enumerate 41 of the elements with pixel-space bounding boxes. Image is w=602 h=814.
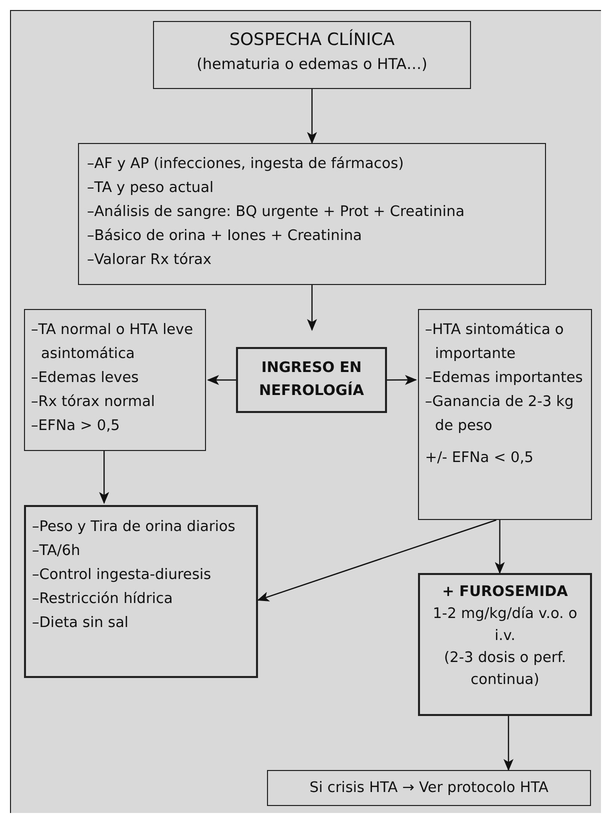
- arrow: [207, 375, 236, 385]
- process-box: [267, 770, 591, 806]
- box-text: –Restricción hídrica: [32, 590, 174, 609]
- box-text: INGRESO EN NEFROLOGÍA: [258, 359, 365, 401]
- box-text: –Valorar Rx tórax: [87, 251, 212, 270]
- box-text: –Análisis de sangre: BQ urgente + Prot + Creatinina: [87, 203, 466, 222]
- box-text: –Edemas leves: [31, 369, 140, 388]
- box-text: –TA normal o HTA leve asintomática: [31, 321, 194, 364]
- arrow: [99, 451, 110, 504]
- arrow: [503, 716, 514, 771]
- process-box: [418, 309, 592, 520]
- box-text: –Dieta sin sal: [32, 614, 130, 633]
- box-text: –Ganancia de 2-3 kg de peso: [425, 393, 575, 436]
- box-text: (hematuria o edemas o HTA…): [196, 54, 428, 75]
- box-text: –Básico de orina + Iones + Creatinina: [87, 227, 363, 246]
- box-text: –HTA sintomática o importante: [425, 321, 565, 364]
- arrow: [387, 374, 417, 385]
- box-text: Si crisis HTA → Ver protocolo HTA: [308, 779, 550, 798]
- process-box: [418, 573, 592, 716]
- box-text: –Edemas importantes: [425, 369, 584, 388]
- box-text: + FUROSEMIDA: [441, 583, 569, 602]
- box-text: 1-2 mg/kg/día v.o. o i.v.: [432, 605, 578, 646]
- process-box: [236, 347, 387, 413]
- box-text: (2-3 dosis o perf. continua): [443, 649, 567, 690]
- box-text: –EFNa > 0,5: [31, 417, 121, 436]
- box-text: +/- EFNa < 0,5: [425, 449, 535, 468]
- box-text: SOSPECHA CLÍNICA: [228, 28, 396, 52]
- process-box: [24, 505, 258, 678]
- box-text: –Peso y Tira de orina diarios: [32, 518, 236, 537]
- process-box: [24, 309, 206, 451]
- box-text: –Control ingesta-diuresis: [32, 566, 212, 585]
- box-text: –TA y peso actual: [87, 179, 215, 198]
- process-box: [153, 21, 471, 89]
- arrow: [494, 520, 505, 574]
- box-text: –Rx tórax normal: [31, 393, 156, 412]
- box-text: –AF y AP (infecciones, ingesta de fármacos): [87, 155, 405, 174]
- arrow: [307, 285, 317, 331]
- arrow: [307, 89, 317, 144]
- process-box: [78, 143, 546, 285]
- arrow: [257, 519, 496, 602]
- box-text: –TA/6h: [32, 542, 82, 561]
